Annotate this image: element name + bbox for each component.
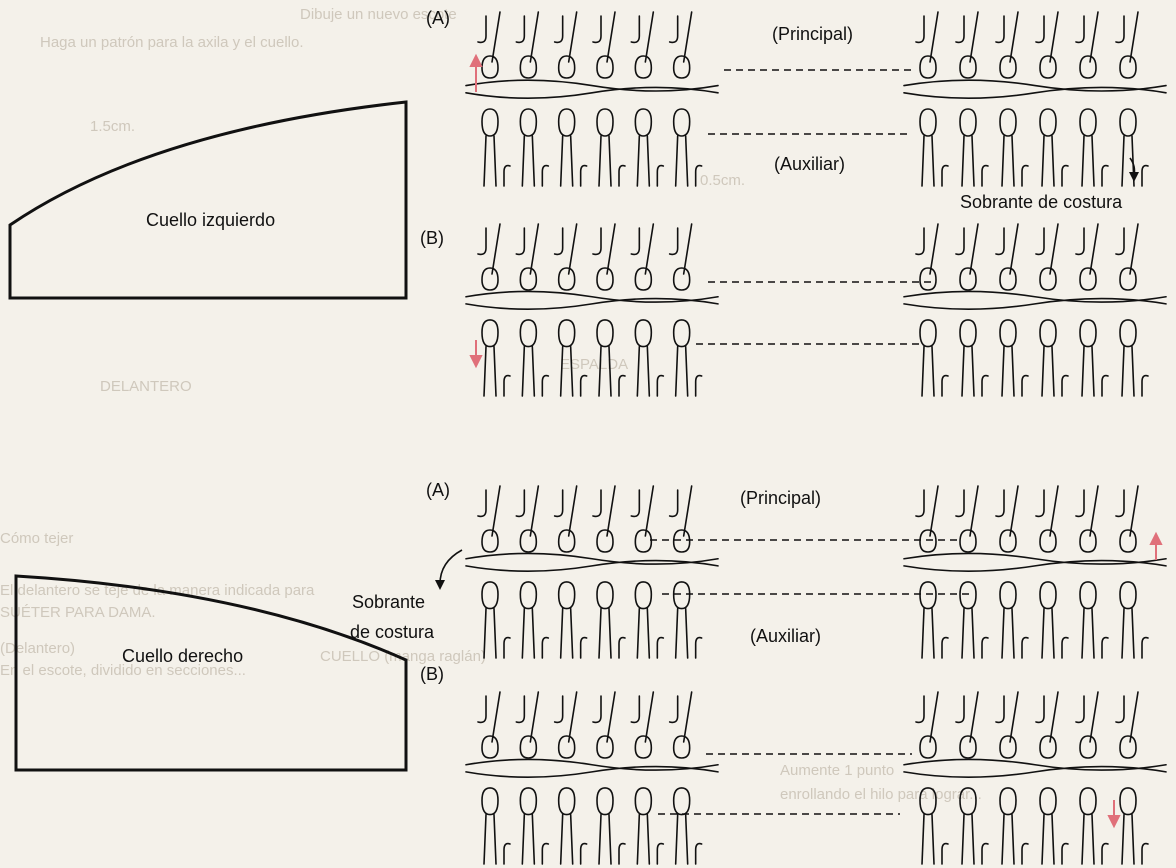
stitch-diagram-top-a-right	[903, 11, 1167, 187]
label-bottom-a: (A)	[426, 480, 450, 500]
left-collar-label: Cuello izquierdo	[146, 210, 276, 230]
label-top-seam-allowance: Sobrante de costura	[960, 192, 1123, 212]
stitch-diagram-bottom-b-right	[903, 691, 1167, 865]
label-top-a: (A)	[426, 8, 450, 28]
stitch-diagram-top-b-right	[903, 223, 1167, 397]
stitch-diagram-bottom-a-right	[903, 485, 1167, 659]
label-top-aux: (Auxiliar)	[774, 154, 846, 174]
label-bottom-b: (B)	[420, 664, 444, 684]
stitch-diagram-bottom-b-left	[465, 691, 719, 865]
stitch-diagram-top-b-left	[465, 223, 719, 397]
label-bottom-main: (Principal)	[740, 488, 822, 508]
left-collar-shape	[8, 100, 408, 772]
label-bottom-seam-line2: de costura	[350, 622, 435, 642]
right-collar-label: Cuello derecho	[122, 646, 244, 666]
label-top-main: (Principal)	[772, 24, 854, 44]
label-top-b: (B)	[420, 228, 444, 248]
stitch-diagram-top-a-left	[465, 11, 719, 187]
stitch-diagram-bottom-a-left	[465, 485, 719, 659]
label-bottom-aux: (Auxiliar)	[750, 626, 822, 646]
label-bottom-seam-line1: Sobrante	[352, 592, 426, 612]
